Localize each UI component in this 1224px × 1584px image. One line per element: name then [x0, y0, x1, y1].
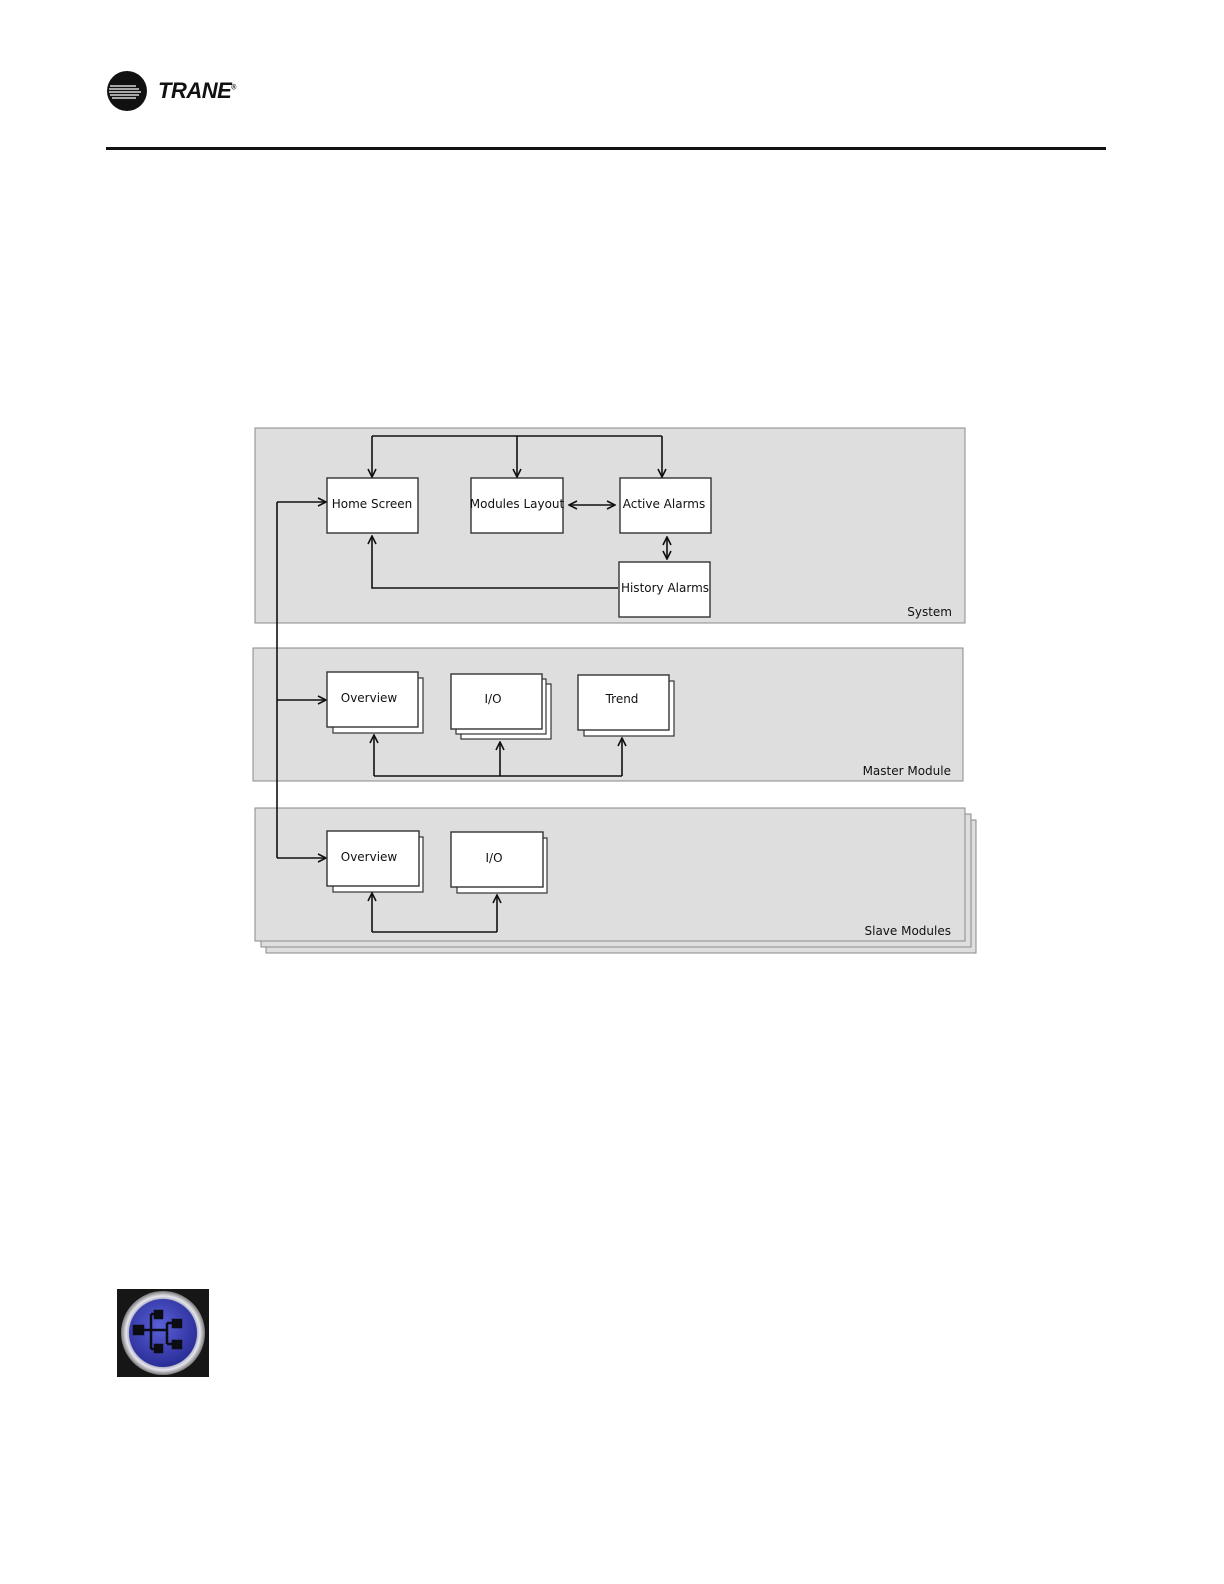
modules-layout-label: Modules Layout [470, 497, 565, 511]
system-label: System [907, 605, 952, 619]
active-alarms-label: Active Alarms [623, 497, 706, 511]
home-screen-label: Home Screen [332, 497, 413, 511]
master-io-label: I/O [484, 692, 501, 706]
master-label: Master Module [863, 764, 951, 778]
history-alarms-label: History Alarms [621, 581, 709, 595]
module-hierarchy-icon [117, 1289, 209, 1377]
slave-label: Slave Modules [865, 924, 952, 938]
master-overview-label: Overview [341, 691, 398, 705]
slave-overview-label: Overview [341, 850, 398, 864]
slave-io-label: I/O [485, 851, 502, 865]
master-trend-label: Trend [605, 692, 639, 706]
